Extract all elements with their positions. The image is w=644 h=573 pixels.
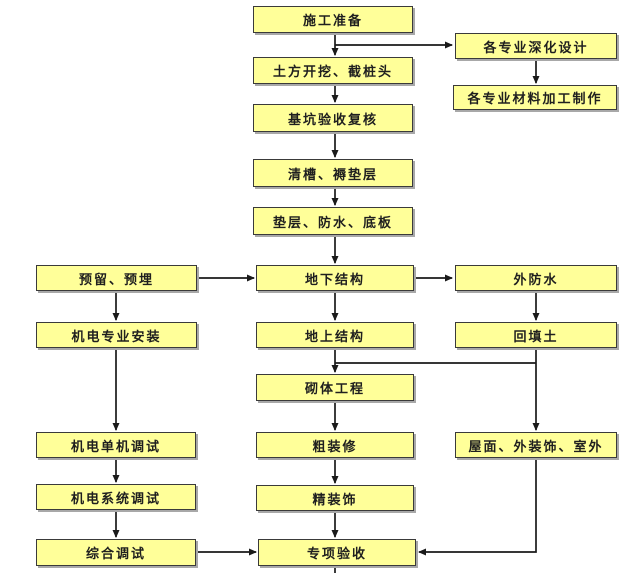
flow-node-me-system-test: 机电系统调试 [36,484,196,510]
flow-node-backfill: 回填土 [455,322,617,348]
flow-node-rough-decoration: 粗装修 [256,432,414,458]
flow-node-me-single-test: 机电单机调试 [36,432,196,458]
flow-node-reserved-embedded: 预留、预埋 [36,265,197,291]
flow-node-fine-decoration: 精装饰 [256,485,414,511]
flow-node-construction-prep: 施工准备 [253,6,413,33]
flow-node-roof-exterior-outdoor: 屋面、外装饰、室外 [455,432,617,458]
flow-node-comprehensive-test: 综合调试 [36,539,196,566]
flow-node-external-waterproof: 外防水 [455,265,617,291]
flow-node-underground-structure: 地下结构 [256,265,414,291]
flow-node-above-structure: 地上结构 [256,322,414,348]
flow-node-masonry: 砌体工程 [256,374,414,401]
flow-node-me-installation: 机电专业安装 [36,322,197,348]
connector-roof-to-special [418,458,537,556]
flow-node-special-acceptance: 专项验收 [258,539,416,566]
flow-node-trench-cushion: 清槽、褥垫层 [253,159,413,187]
flow-node-bedding-waterproof-slab: 垫层、防水、底板 [253,207,413,235]
flow-node-pit-acceptance: 基坑验收复核 [253,104,413,132]
flow-node-specialty-design: 各专业深化设计 [455,33,617,59]
flow-node-specialty-material: 各专业材料加工制作 [453,85,617,110]
flow-node-excavation-pile-cut: 土方开挖、截桩头 [253,57,413,84]
